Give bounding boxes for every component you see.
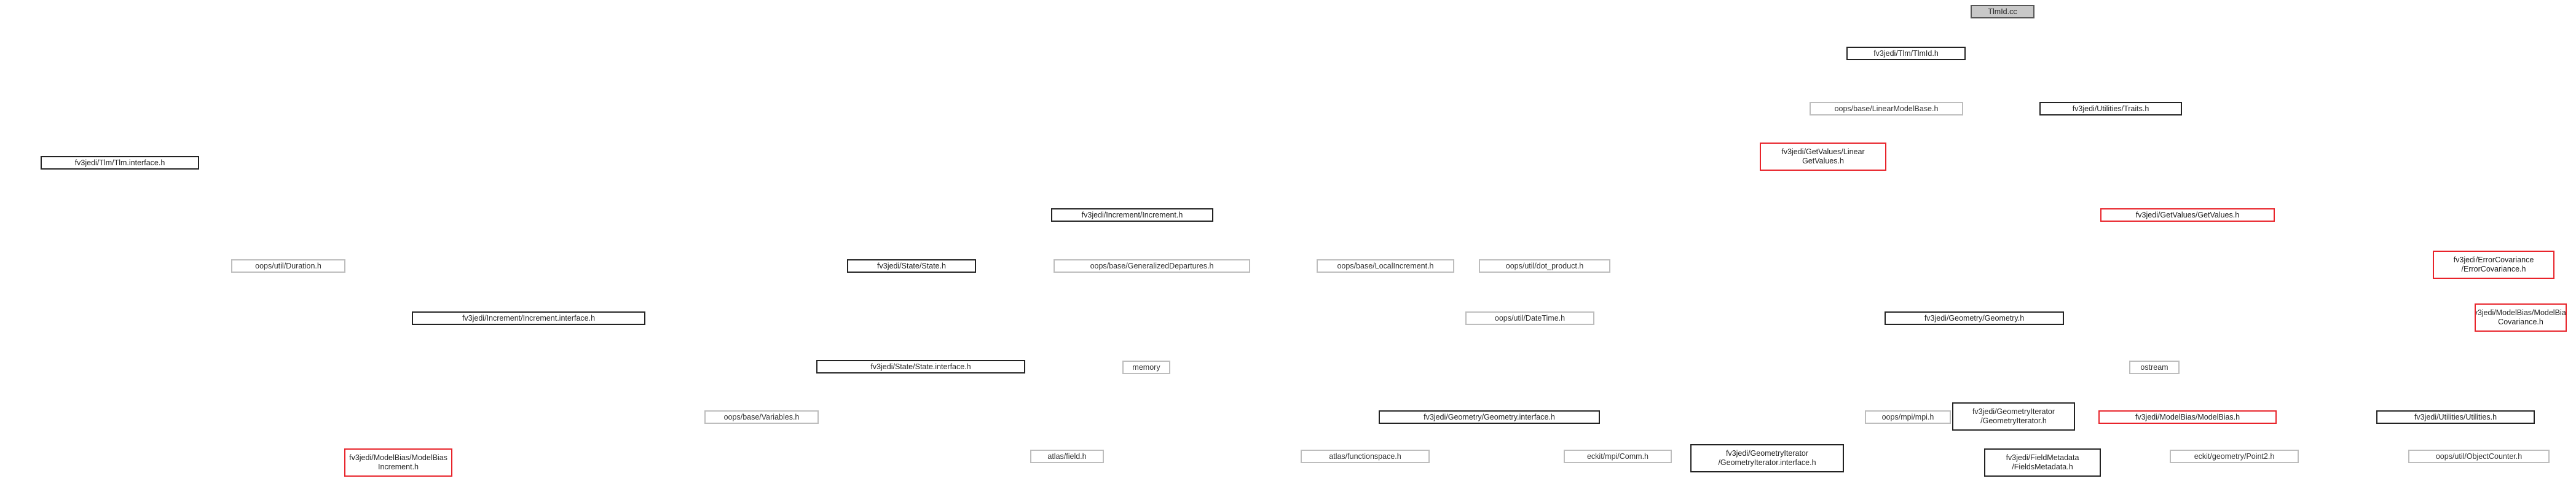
node-utilities-traits[interactable]: fv3jedi/Utilities/Traits.h: [2039, 102, 2182, 115]
node-modelbias-h[interactable]: fv3jedi/ModelBias/ModelBias.h: [2098, 410, 2277, 424]
node-label: eckit/mpi/Comm.h: [1586, 452, 1649, 461]
node-label: fv3jedi/Tlm/TlmId.h: [1873, 49, 1939, 58]
node-increment-h[interactable]: fv3jedi/Increment/Increment.h: [1051, 208, 1213, 222]
node-fields-metadata[interactable]: fv3jedi/FieldMetadata/FieldsMetadata.h: [1984, 448, 2101, 477]
node-dot-product[interactable]: oops/util/dot_product.h: [1479, 259, 1610, 273]
node-label-line2: Increment.h: [377, 463, 419, 471]
node-label: fv3jedi/State/State.interface.h: [870, 362, 971, 371]
node-geometry-iterator[interactable]: fv3jedi/GeometryIterator/GeometryIterato…: [1952, 402, 2075, 431]
node-label: oops/util/DateTime.h: [1494, 313, 1566, 323]
node-label: oops/base/GeneralizedDepartures.h: [1090, 261, 1214, 270]
node-label: oops/mpi/mpi.h: [1881, 412, 1934, 421]
node-label: oops/util/dot_product.h: [1505, 261, 1584, 270]
node-label-line2: GetValues.h: [1802, 157, 1844, 165]
node-label: memory: [1132, 362, 1160, 372]
node-geometry-interface[interactable]: fv3jedi/Geometry/Geometry.interface.h: [1379, 410, 1600, 424]
node-label-line1: fv3jedi/ModelBias/ModelBias: [349, 453, 447, 462]
node-label: oops/base/Variables.h: [723, 412, 800, 421]
node-label-line2: /ErrorCovariance.h: [2461, 265, 2526, 273]
node-state-h[interactable]: fv3jedi/State/State.h: [847, 259, 976, 273]
node-label: fv3jedi/ModelBias/ModelBias.h: [2135, 412, 2240, 421]
node-label: oops/base/LinearModelBase.h: [1834, 104, 1939, 113]
node-duration[interactable]: oops/util/Duration.h: [231, 259, 345, 273]
node-tlm-tlmid-h[interactable]: fv3jedi/Tlm/TlmId.h: [1846, 47, 1966, 60]
node-label: eckit/geometry/Point2.h: [2194, 452, 2275, 461]
node-label: ostream: [2140, 362, 2168, 372]
node-label-line2: /GeometryIterator.h: [1980, 416, 2047, 425]
node-base-variables[interactable]: oops/base/Variables.h: [704, 410, 819, 424]
node-object-counter[interactable]: oops/util/ObjectCounter.h: [2408, 450, 2550, 463]
node-label: TlmId.cc: [1988, 7, 2017, 16]
node-tlm-interface[interactable]: fv3jedi/Tlm/Tlm.interface.h: [41, 156, 199, 170]
node-label-line2: /FieldsMetadata.h: [2012, 463, 2073, 471]
node-label-line1: fv3jedi/ErrorCovariance: [2453, 256, 2534, 264]
node-label: atlas/functionspace.h: [1329, 452, 1401, 461]
node-increment-interface[interactable]: fv3jedi/Increment/Increment.interface.h: [412, 311, 645, 325]
node-datetime[interactable]: oops/util/DateTime.h: [1465, 311, 1594, 325]
node-label: fv3jedi/Geometry/Geometry.interface.h: [1424, 412, 1555, 421]
node-linear-model-base[interactable]: oops/base/LinearModelBase.h: [1810, 102, 1963, 115]
node-eckit-point2[interactable]: eckit/geometry/Point2.h: [2170, 450, 2299, 463]
node-mpi[interactable]: oops/mpi/mpi.h: [1865, 410, 1951, 424]
node-label: fv3jedi/Tlm/Tlm.interface.h: [74, 158, 165, 167]
node-label-line2: Covariance.h: [2498, 318, 2543, 326]
node-memory[interactable]: memory: [1122, 361, 1170, 374]
node-label: fv3jedi/Geometry/Geometry.h: [1924, 313, 2025, 323]
node-utilities-h[interactable]: fv3jedi/Utilities/Utilities.h: [2376, 410, 2535, 424]
node-label-line2: /GeometryIterator.interface.h: [1718, 458, 1816, 467]
node-label: fv3jedi/GetValues/GetValues.h: [2135, 210, 2240, 219]
node-label: oops/util/Duration.h: [255, 261, 321, 270]
node-state-interface[interactable]: fv3jedi/State/State.interface.h: [816, 360, 1025, 373]
node-label: atlas/field.h: [1047, 452, 1087, 461]
node-label: oops/base/LocalIncrement.h: [1337, 261, 1434, 270]
node-label: fv3jedi/Increment/Increment.h: [1081, 210, 1183, 219]
node-error-covariance[interactable]: fv3jedi/ErrorCovariance/ErrorCovariance.…: [2433, 251, 2554, 279]
node-label-line1: fv3jedi/FieldMetadata: [2006, 453, 2079, 462]
node-label: oops/util/ObjectCounter.h: [2435, 452, 2523, 461]
node-label-line1: fv3jedi/GetValues/Linear: [1781, 147, 1865, 156]
node-label: fv3jedi/State/State.h: [877, 261, 946, 270]
node-label-line1: fv3jedi/GeometryIterator: [1725, 449, 1809, 458]
node-label-line1: fv3jedi/ModelBias/ModelBias: [2475, 308, 2567, 317]
node-geometry-iterator-interface[interactable]: fv3jedi/GeometryIterator/GeometryIterato…: [1690, 444, 1844, 472]
node-ostream[interactable]: ostream: [2129, 361, 2180, 374]
node-geometry-h[interactable]: fv3jedi/Geometry/Geometry.h: [1885, 311, 2064, 325]
node-label: fv3jedi/Utilities/Utilities.h: [2414, 412, 2497, 421]
node-eckit-comm[interactable]: eckit/mpi/Comm.h: [1564, 450, 1672, 463]
node-label: fv3jedi/Utilities/Traits.h: [2072, 104, 2149, 113]
node-label: fv3jedi/Increment/Increment.interface.h: [462, 313, 596, 323]
node-atlas-functionspace[interactable]: atlas/functionspace.h: [1301, 450, 1430, 463]
node-getvalues-h[interactable]: fv3jedi/GetValues/GetValues.h: [2100, 208, 2275, 222]
node-generalized-departures[interactable]: oops/base/GeneralizedDepartures.h: [1054, 259, 1250, 273]
node-tlmid-cc[interactable]: TlmId.cc: [1971, 5, 2034, 18]
node-label-line1: fv3jedi/GeometryIterator: [1972, 407, 2055, 416]
node-atlas-field[interactable]: atlas/field.h: [1030, 450, 1104, 463]
node-local-increment[interactable]: oops/base/LocalIncrement.h: [1317, 259, 1454, 273]
